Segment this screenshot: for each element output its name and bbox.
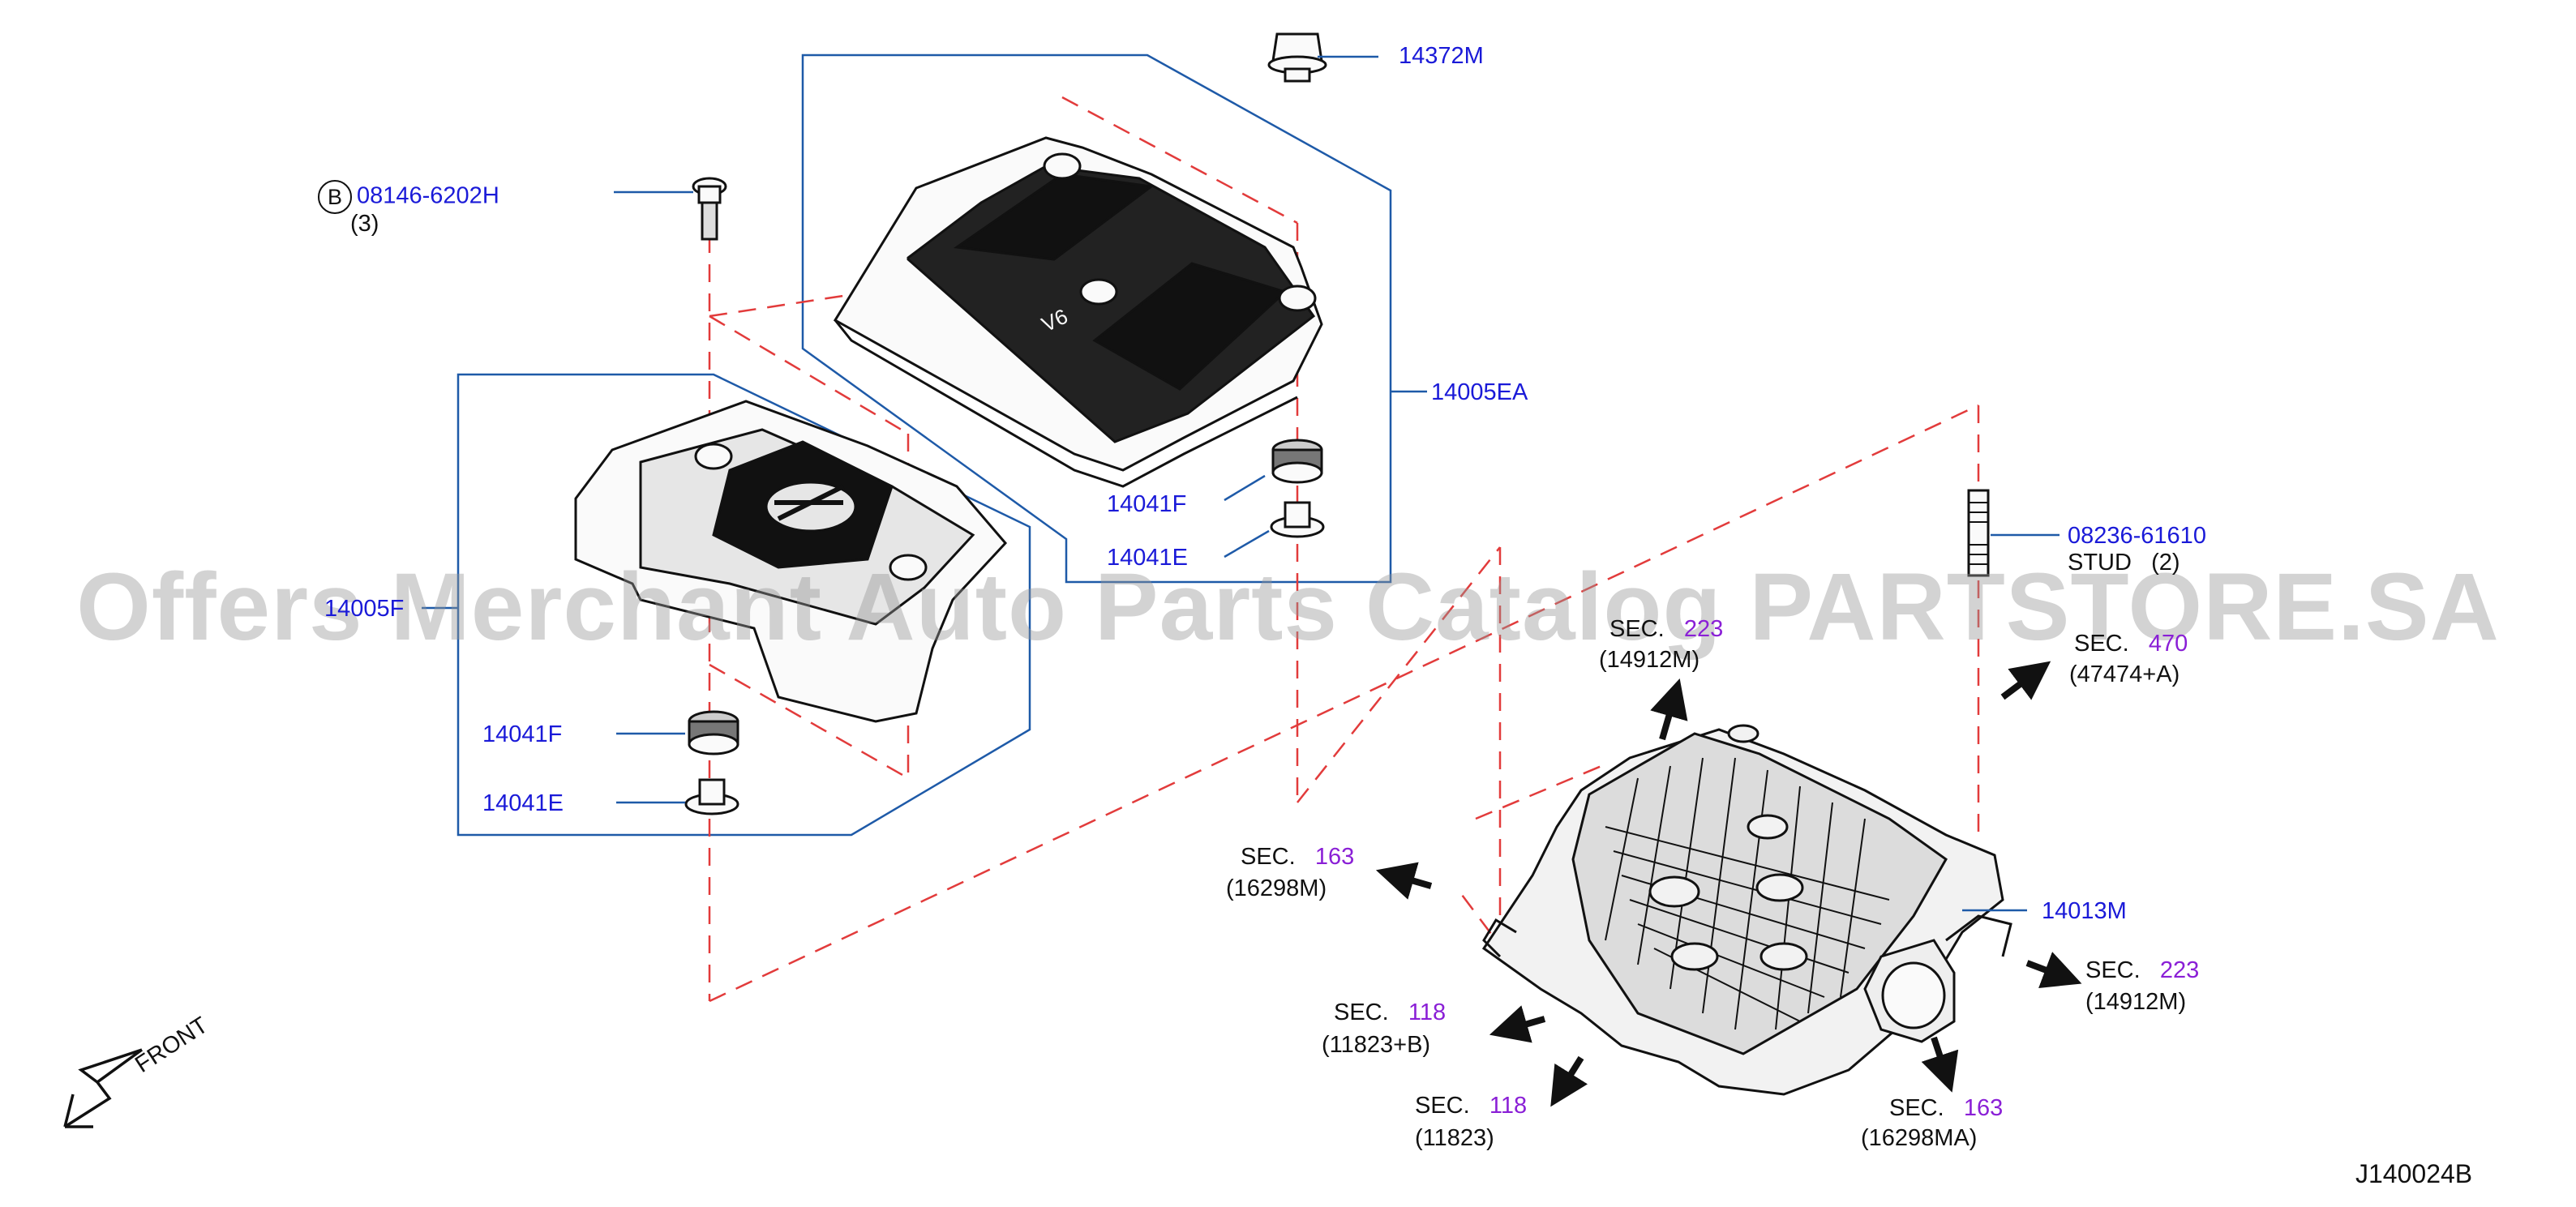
sec-163-left[interactable]: SEC. 163 [1241, 845, 1354, 869]
sec-118-b[interactable]: SEC. 118 [1334, 1001, 1446, 1025]
stud-graphic [1967, 489, 1990, 577]
section-arrows [1375, 661, 2082, 1107]
sec-number: 163 [1963, 1095, 2004, 1121]
leader-lines [422, 55, 2060, 912]
bolt-qty: (3) [350, 211, 379, 237]
sec-number: 163 [1314, 844, 1355, 870]
lower-engine-cover [574, 400, 1008, 723]
sec-223-top[interactable]: SEC. 223 [1609, 618, 1723, 641]
upper-insulator-f-part-number[interactable]: 14041F [1107, 491, 1187, 517]
sec-118[interactable]: SEC. 118 [1415, 1094, 1527, 1118]
clip-part-number[interactable]: 14372M [1399, 43, 1484, 69]
sec-163-right[interactable]: SEC. 163 [1889, 1097, 2003, 1120]
sec-number: 470 [2148, 631, 2188, 657]
sec-118-b-ref: (11823+B) [1322, 1032, 1431, 1058]
sec-223-top-ref: (14912M) [1599, 647, 1700, 673]
sec-470[interactable]: SEC. 470 [2074, 632, 2188, 656]
sec-word: SEC. [1609, 616, 1665, 642]
sec-223-right[interactable]: SEC. 223 [2085, 959, 2199, 982]
sec-163-left-ref: (16298M) [1226, 875, 1327, 901]
upper-engine-cover: V6 [833, 136, 1323, 488]
stud-part-number[interactable]: 08236-61610 [2068, 523, 2206, 549]
sec-word: SEC. [1334, 999, 1389, 1025]
lower-cover-part-number[interactable]: 14005F [324, 596, 405, 622]
sec-163-right-ref: (16298MA) [1861, 1125, 1978, 1151]
bolt-graphic [692, 177, 727, 241]
sec-word: SEC. [1889, 1095, 1944, 1121]
sec-470-ref: (47474+A) [2069, 661, 2180, 687]
upper-cover-group-box [801, 54, 1392, 584]
sec-118-ref: (11823) [1415, 1125, 1494, 1151]
stud-name: STUD [2068, 550, 2132, 576]
bolt-part-number: 08146-6202H [357, 182, 499, 209]
lower-cover-group-box [456, 373, 1031, 837]
diagram-id: J140024B [2355, 1159, 2473, 1188]
collector-part-number[interactable]: 14013M [2042, 898, 2127, 924]
sec-number: 118 [1408, 999, 1447, 1025]
bolt-circle-label: B [318, 180, 352, 214]
stud-qty: (2) [2151, 550, 2180, 576]
sec-word: SEC. [1415, 1093, 1470, 1119]
upper-cover-part-number[interactable]: 14005EA [1431, 379, 1528, 405]
sec-number: 223 [1683, 616, 1724, 642]
sec-word: SEC. [2074, 631, 2129, 657]
lower-insulator-e-part-number[interactable]: 14041E [482, 790, 564, 816]
front-arrow-icon [63, 1048, 144, 1128]
lower-insulator-f-part-number[interactable]: 14041F [482, 721, 563, 747]
sec-number: 223 [2159, 957, 2200, 983]
intake-collector-graphic [1481, 724, 2012, 1096]
sec-word: SEC. [1241, 844, 1296, 870]
sec-223-right-ref: (14912M) [2085, 989, 2187, 1015]
sec-word: SEC. [2085, 957, 2141, 983]
clip-graphic [1267, 32, 1327, 83]
insulator-graphics [684, 439, 1325, 815]
sec-number: 118 [1489, 1093, 1528, 1119]
upper-insulator-e-part-number[interactable]: 14041E [1107, 545, 1188, 571]
stud-label: STUD (2) [2068, 551, 2180, 575]
